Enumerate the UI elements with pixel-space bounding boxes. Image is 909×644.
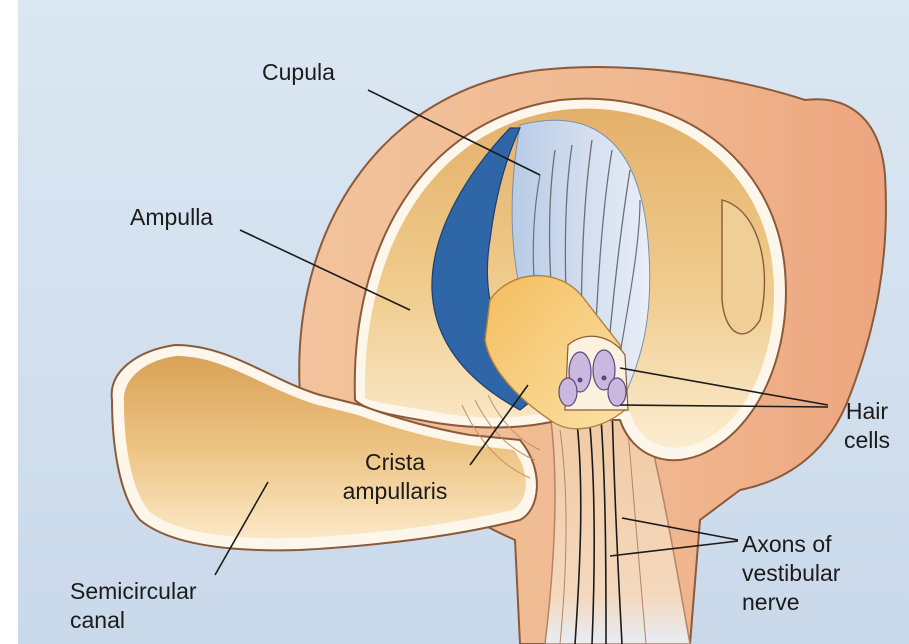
label-hair-line-1: Hair — [832, 397, 902, 426]
hair-cells-shape — [559, 336, 628, 410]
left-margin — [0, 0, 18, 644]
label-axons-line-2: vestibular — [742, 559, 840, 588]
label-axons-line-1: Axons of — [742, 530, 840, 559]
label-axons-vestibular-nerve: Axons of vestibular nerve — [742, 530, 840, 617]
label-semi-line-2: canal — [70, 606, 197, 635]
label-cupula: Cupula — [262, 58, 335, 87]
label-semi-line-1: Semicircular — [70, 577, 197, 606]
label-crista-line-1: Crista — [320, 448, 470, 477]
label-ampulla: Ampulla — [130, 203, 213, 232]
label-semicircular-canal: Semicircular canal — [70, 577, 197, 635]
label-crista-ampullaris: Crista ampullaris — [320, 448, 470, 506]
label-hair-line-2: cells — [832, 426, 902, 455]
label-crista-line-2: ampullaris — [320, 477, 470, 506]
label-axons-line-3: nerve — [742, 588, 840, 617]
label-hair-cells: Hair cells — [832, 397, 902, 455]
